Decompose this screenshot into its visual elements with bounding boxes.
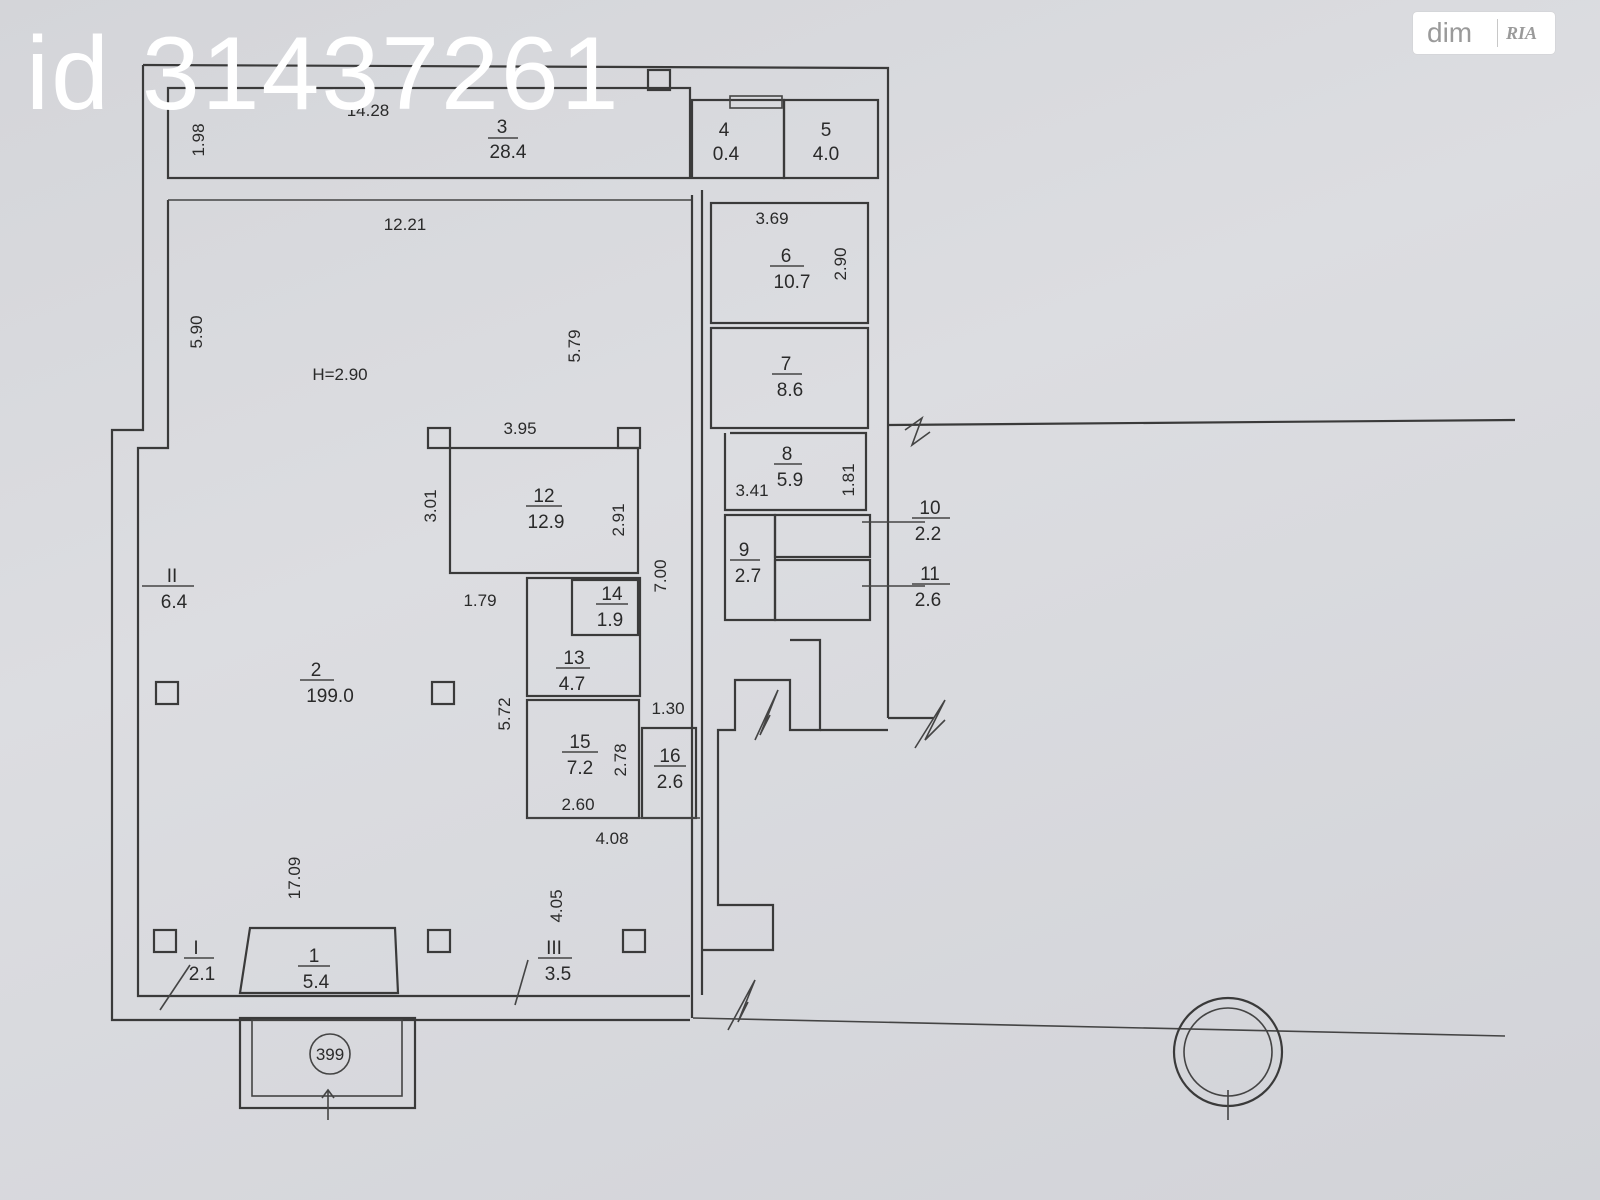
- dim-2-60: 2.60: [561, 795, 594, 814]
- dim-14-28: 14.28: [347, 101, 390, 120]
- room-11-area: 2.6: [915, 590, 941, 611]
- room-13-area: 4.7: [559, 674, 585, 695]
- dim-1-81: 1.81: [839, 463, 858, 496]
- room-2-number: 2: [311, 660, 322, 681]
- logo-dim-text: dim: [1427, 17, 1473, 48]
- dim-5-79: 5.79: [565, 329, 584, 362]
- room-I-area: 2.1: [189, 964, 215, 985]
- room-12-number: 12: [533, 486, 554, 507]
- dim-1-98: 1.98: [189, 123, 208, 156]
- dim-3-01: 3.01: [421, 489, 440, 522]
- dim-4-05: 4.05: [547, 889, 566, 922]
- room-10-area: 2.2: [915, 524, 941, 545]
- room-5-number: 5: [821, 120, 832, 141]
- dim-4-08: 4.08: [595, 829, 628, 848]
- dim-2-78: 2.78: [611, 743, 630, 776]
- dim-1-30: 1.30: [651, 699, 684, 718]
- room-labels: 3 28.4 4 0.4 5 4.0 6 10.7 7 8.6 8 5.9 9 …: [142, 117, 950, 993]
- room-7-number: 7: [781, 354, 792, 375]
- room-3-number: 3: [497, 117, 508, 138]
- room-5-area: 4.0: [813, 144, 839, 165]
- room-4-number: 4: [719, 120, 730, 141]
- room-13-number: 13: [563, 648, 584, 669]
- room-1-area: 5.4: [303, 972, 330, 993]
- dim-12-21: 12.21: [384, 215, 427, 234]
- room-16-number: 16: [659, 746, 680, 767]
- room-III-area: 3.5: [545, 964, 571, 985]
- room-9-number: 9: [739, 540, 750, 561]
- rooms-4-5-walls: [690, 95, 880, 180]
- room-1-number: 1: [309, 946, 320, 967]
- room-3-walls: [166, 68, 692, 201]
- room-16-area: 2.6: [657, 772, 683, 793]
- dimria-logo: dim RIA: [1413, 12, 1555, 54]
- room-2-area: 199.0: [306, 686, 354, 707]
- listing-id-watermark: id 31437261: [26, 16, 621, 132]
- rooms-6-11-walls: [690, 190, 872, 1018]
- break-lines: [159, 415, 946, 1031]
- room-II-number: II: [167, 566, 178, 587]
- room-11-number: 11: [920, 564, 940, 585]
- room-9-area: 2.7: [735, 566, 761, 587]
- dim-2-90: 2.90: [831, 247, 850, 280]
- logo-separator: [1497, 19, 1498, 47]
- columns: [152, 680, 647, 954]
- dim-7-00: 7.00: [651, 559, 670, 592]
- logo-ria-text: RIA: [1506, 22, 1538, 43]
- room-III-number: III: [546, 938, 562, 959]
- dim-5-72: 5.72: [495, 697, 514, 730]
- dim-3-69: 3.69: [755, 209, 788, 228]
- room-I-number: I: [193, 938, 198, 959]
- dim-2-91: 2.91: [609, 503, 628, 536]
- room-6-area: 10.7: [774, 272, 811, 293]
- dim-3-95: 3.95: [503, 419, 536, 438]
- room-14-area: 1.9: [597, 610, 623, 631]
- entrance-walls: [238, 926, 417, 1120]
- marker-399-label: 399: [316, 1045, 344, 1064]
- dimension-labels: 14.28 1.98 12.21 5.90 5.79 3.69 2.90 3.9…: [187, 101, 858, 923]
- dim-3-41: 3.41: [735, 481, 768, 500]
- dim-1-79: 1.79: [463, 591, 496, 610]
- room-4-area: 0.4: [713, 144, 740, 165]
- room-15-area: 7.2: [567, 758, 593, 779]
- room-3-area: 28.4: [490, 142, 527, 163]
- room-II-area: 6.4: [161, 592, 188, 613]
- room-15-number: 15: [569, 732, 590, 753]
- room-8-number: 8: [782, 444, 793, 465]
- outer-walls: [110, 63, 1516, 1037]
- outside-circle: [1172, 996, 1284, 1120]
- ceiling-height: H=2.90: [312, 365, 367, 384]
- room-12-area: 12.9: [528, 512, 565, 533]
- marker-399: 399: [309, 1033, 351, 1075]
- rooms-12-16-walls: [426, 426, 700, 820]
- stair-walls: [702, 638, 888, 952]
- dim-17-09: 17.09: [285, 857, 304, 900]
- room-8-area: 5.9: [777, 470, 803, 491]
- room-6-number: 6: [781, 246, 792, 267]
- room-7-area: 8.6: [777, 380, 803, 401]
- room-14-number: 14: [601, 584, 623, 605]
- dim-5-90: 5.90: [187, 315, 206, 348]
- room-10-number: 10: [919, 498, 940, 519]
